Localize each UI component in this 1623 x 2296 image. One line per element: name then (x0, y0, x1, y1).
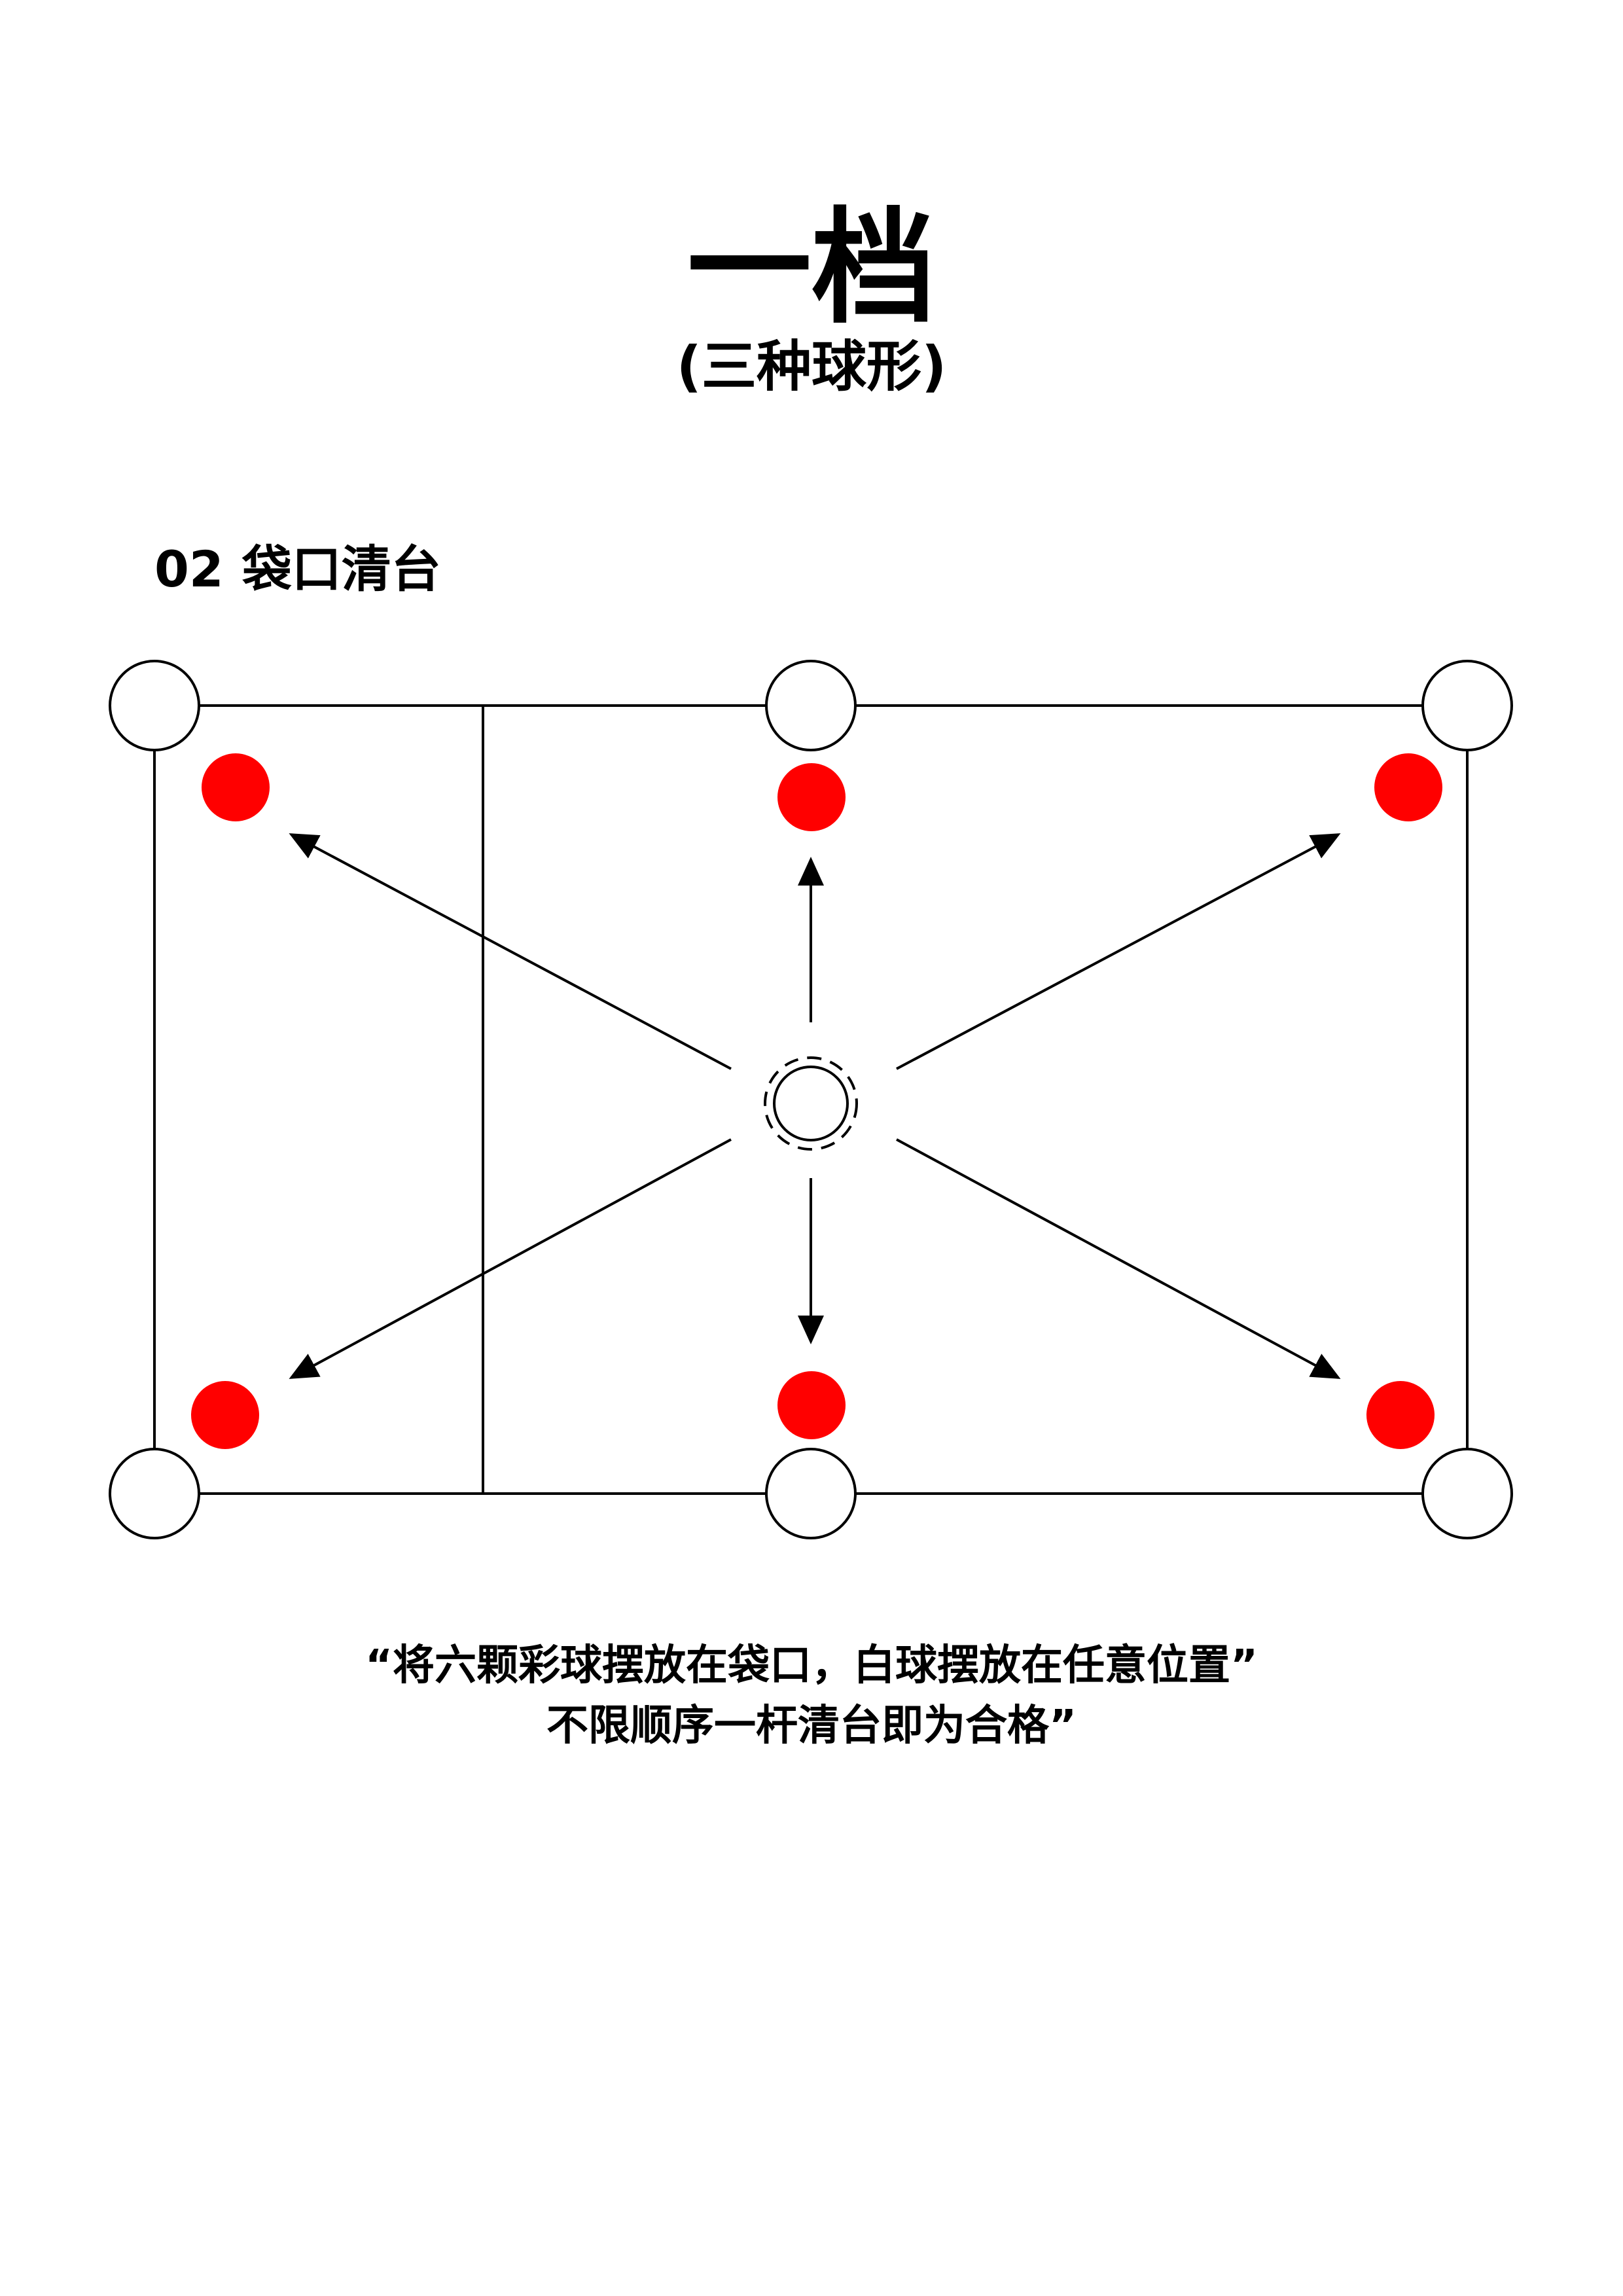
pocket-top-middle (765, 660, 857, 751)
object-ball-top-right (1374, 753, 1442, 821)
cue-ball-halo (764, 1056, 858, 1151)
section-label: 袋口清台 (241, 540, 441, 598)
object-ball-bottom-middle (777, 1371, 846, 1439)
page-subtitle: (三种球形) (676, 334, 947, 399)
arrow-to-top-right (896, 833, 1341, 1070)
pockets (109, 660, 1513, 1539)
object-ball-bottom-left (191, 1381, 259, 1449)
cue-ball-body (773, 1066, 849, 1141)
cue-ball (764, 1056, 858, 1151)
shot-arrows (289, 833, 1341, 1379)
section-heading: 02 袋口清台 (154, 537, 441, 602)
caption-line-1: “将六颗彩球摆放在袋口，白球摆放在任意位置” (365, 1641, 1258, 1690)
section-number: 02 (154, 540, 224, 598)
pocket-top-left (109, 660, 200, 751)
pocket-bottom-right (1421, 1448, 1513, 1539)
arrow-to-top-left (289, 833, 732, 1070)
pocket-top-right (1421, 660, 1513, 751)
object-ball-top-middle (777, 763, 846, 831)
object-ball-bottom-right (1366, 1381, 1435, 1449)
object-ball-top-left (202, 753, 270, 821)
arrow-to-bottom-right (896, 1138, 1341, 1379)
arrow-to-bottom-left (289, 1138, 732, 1379)
page-title: 一档 (687, 196, 936, 340)
object-balls (191, 753, 1442, 1449)
pocket-bottom-left (109, 1448, 200, 1539)
caption-line-2: 不限顺序一杆清台即为合格” (546, 1702, 1077, 1750)
pocket-bottom-middle (765, 1448, 857, 1539)
